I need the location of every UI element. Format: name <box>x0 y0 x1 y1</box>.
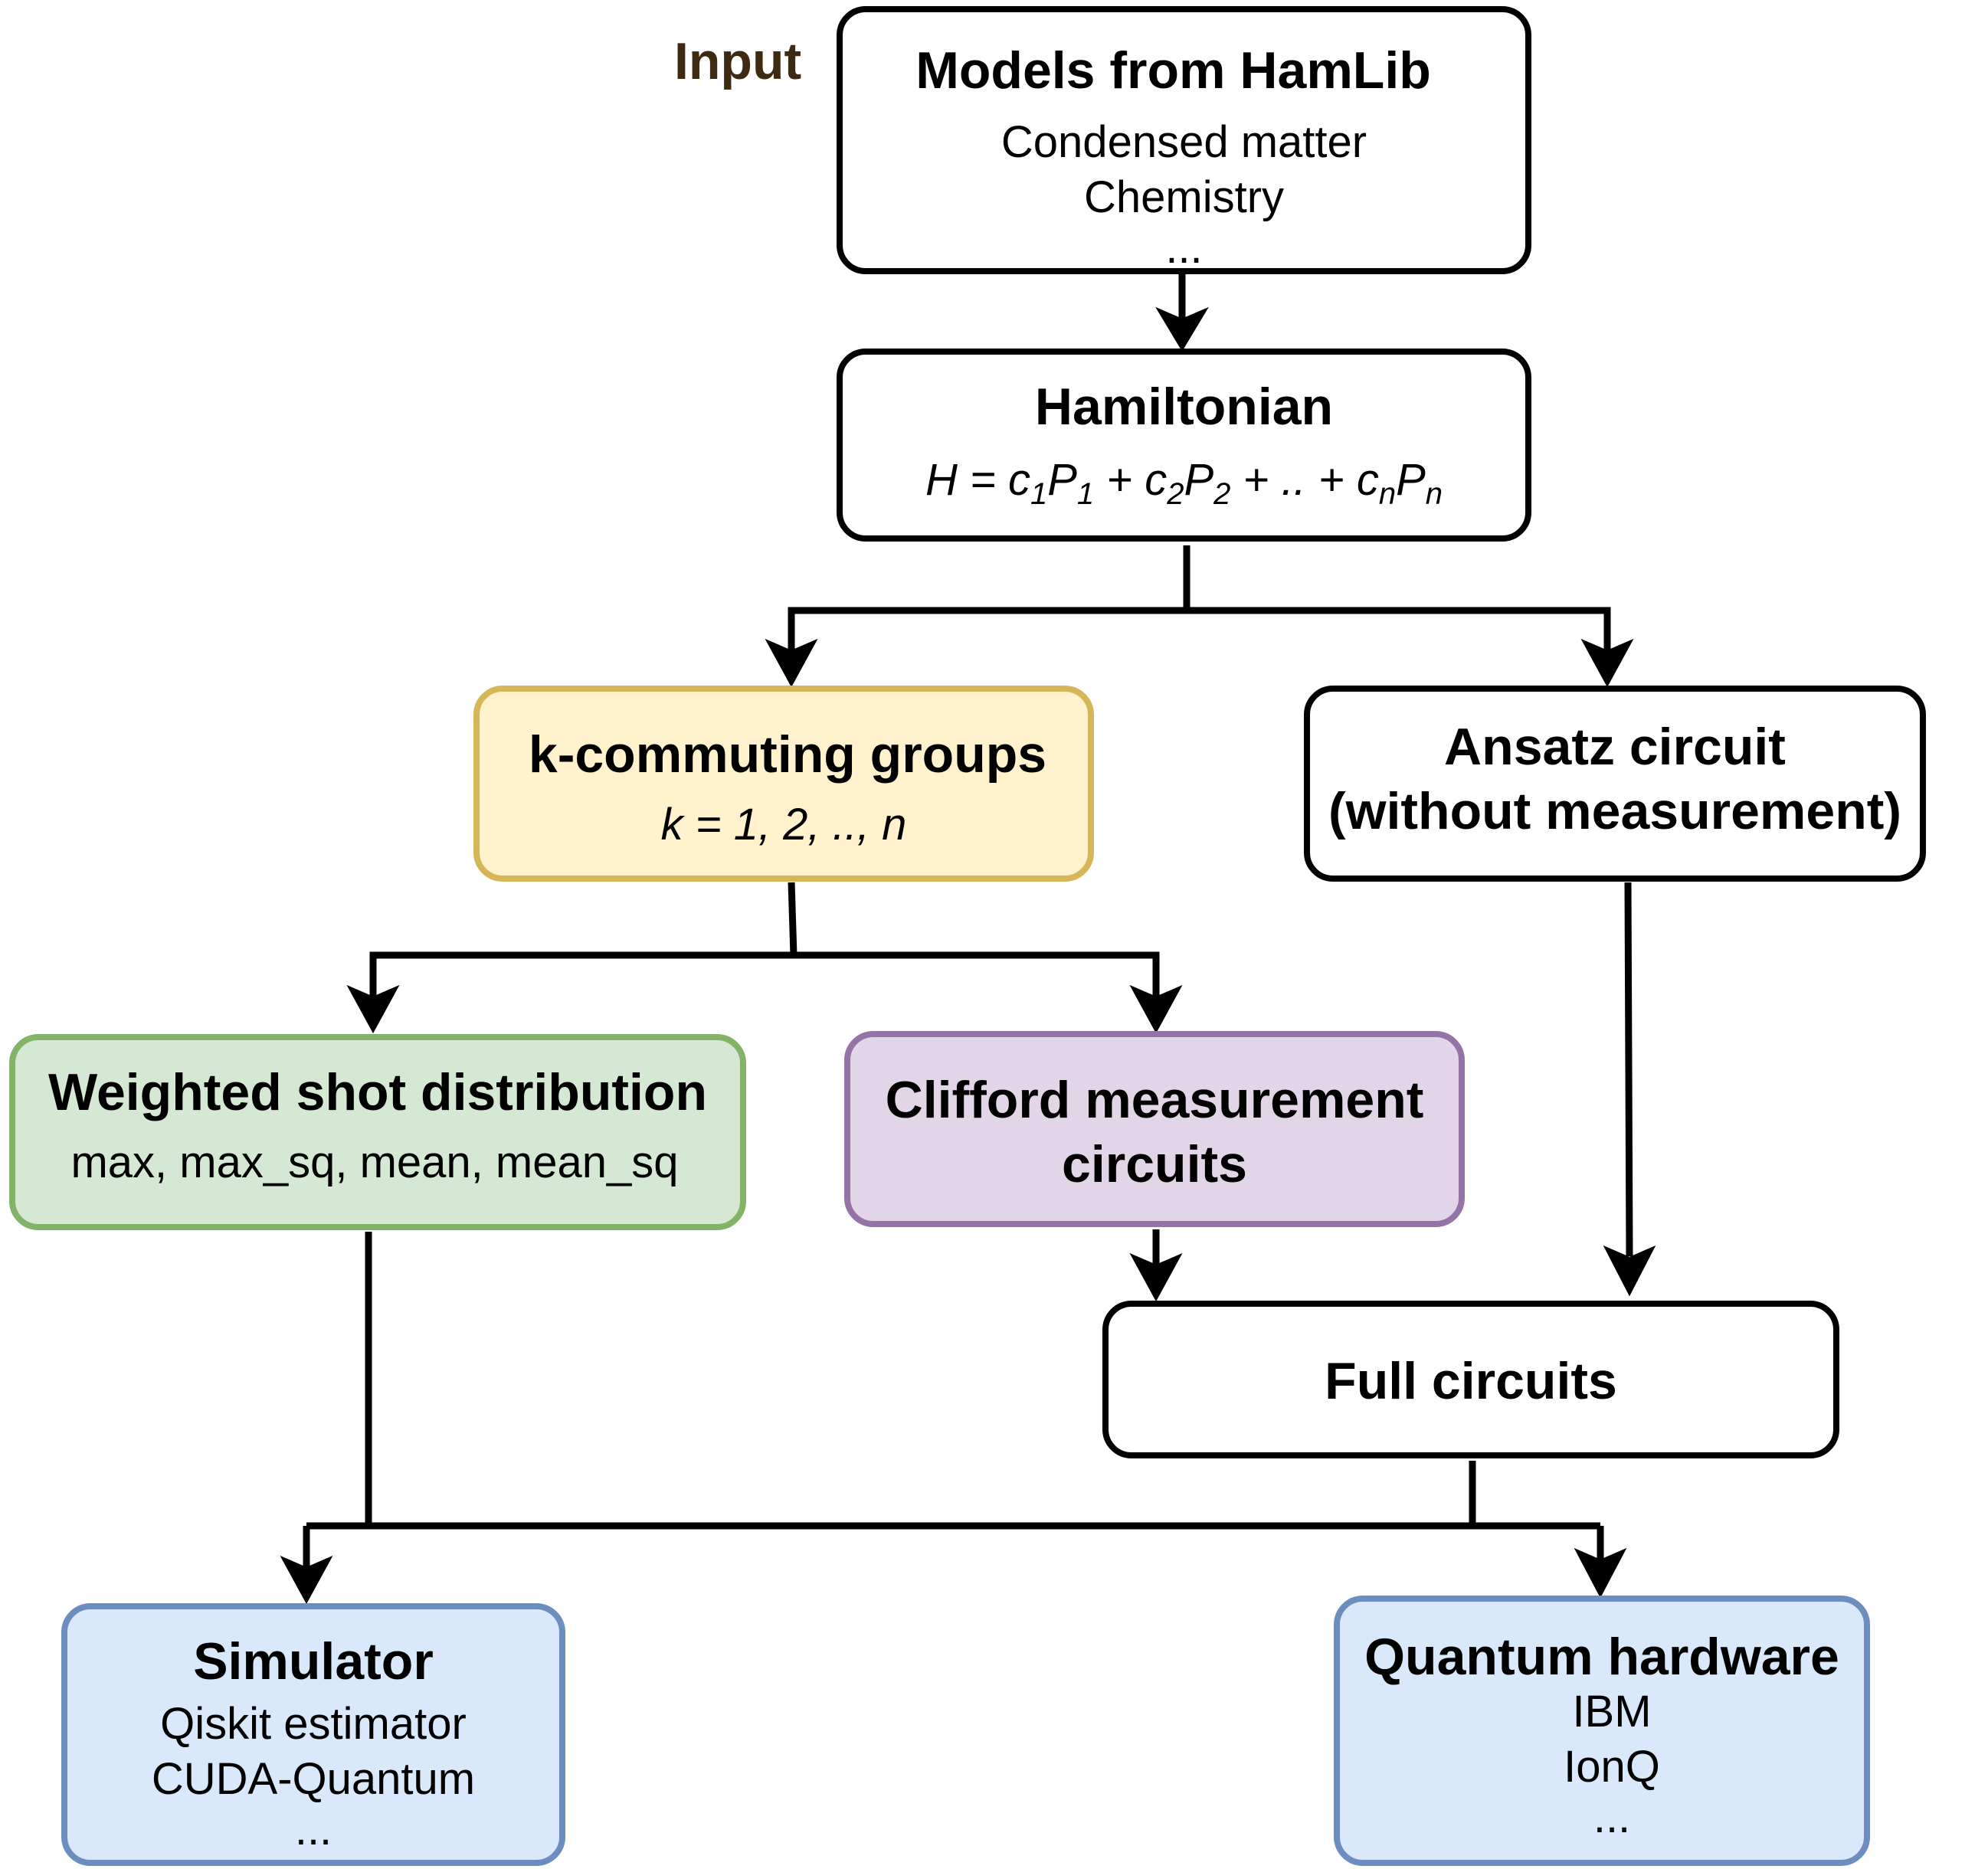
models-node: Models from HamLib Condensed matter Chem… <box>837 6 1531 274</box>
full-circuits-title: Full circuits <box>1325 1352 1617 1410</box>
hardware-line-ellipsis: ... <box>1593 1792 1631 1842</box>
eq-p2: P <box>1184 455 1214 505</box>
edge-hamiltonian-to-kgroups <box>788 607 1187 655</box>
edge-hamiltonian-to-ansatz <box>1187 607 1611 655</box>
arrowhead-kgroups <box>765 638 818 688</box>
edge-ansatz-to-full <box>1624 882 1633 1257</box>
eq-sub-p2: 2 <box>1213 477 1231 511</box>
weighted-title: Weighted shot distribution <box>48 1063 707 1121</box>
arrowhead-full-from-ansatz <box>1603 1245 1656 1297</box>
weighted-node: Weighted shot distribution max, max_sq, … <box>9 1034 746 1230</box>
eq-sub-c1: 1 <box>1030 477 1048 511</box>
models-title: Models from HamLib <box>915 41 1431 100</box>
weighted-subtitle: max, max_sq, mean, mean_sq <box>70 1137 679 1187</box>
hardware-title: Quantum hardware <box>1364 1628 1839 1686</box>
clifford-node: Clifford measurement circuits <box>844 1031 1465 1227</box>
models-line-chemistry: Chemistry <box>1083 172 1285 222</box>
eq-sub-c2: 2 <box>1167 477 1184 511</box>
hardware-line-ibm: IBM <box>1572 1687 1652 1736</box>
arrowhead-simulator <box>280 1555 333 1605</box>
kgroups-subtitle: k = 1, 2, .., n <box>660 800 907 849</box>
edge-kgroups-to-weighted <box>369 951 794 1000</box>
eq-mid: + .. + <box>1230 455 1357 505</box>
arrowhead-full-from-clifford <box>1129 1252 1183 1302</box>
hamiltonian-node: Hamiltonian H = c1P1 + c2P2 + .. + cnPn <box>837 349 1531 542</box>
simulator-title: Simulator <box>193 1632 434 1691</box>
arrowhead-hardware <box>1574 1547 1627 1599</box>
input-label: Input <box>674 32 802 90</box>
ansatz-title-line2: (without measurement) <box>1328 782 1902 840</box>
ansatz-title-line1: Ansatz circuit <box>1444 718 1786 776</box>
simulator-line-cuda: CUDA-Quantum <box>151 1754 476 1804</box>
clifford-title-line2: circuits <box>1062 1135 1247 1193</box>
hamiltonian-title: Hamiltonian <box>1034 378 1334 436</box>
edge-kgroups-split <box>788 882 797 956</box>
models-line-ellipsis: ... <box>1165 223 1203 273</box>
edge-kgroups-to-clifford <box>794 951 1160 1000</box>
clifford-title-line1: Clifford measurement <box>885 1071 1424 1129</box>
eq-lhs: H = <box>925 455 1008 505</box>
arrowhead-hamiltonian <box>1155 306 1209 352</box>
eq-plus1: + <box>1094 455 1145 505</box>
kgroups-title: k-commuting groups <box>528 725 1047 784</box>
simulator-line-qiskit: Qiskit estimator <box>160 1699 467 1749</box>
hardware-node: Quantum hardware IBM IonQ ... <box>1334 1596 1870 1866</box>
eq-pn: P <box>1396 455 1426 505</box>
ansatz-node: Ansatz circuit (without measurement) <box>1304 686 1926 882</box>
arrowhead-weighted <box>346 984 400 1034</box>
eq-sub-p1: 1 <box>1076 477 1095 511</box>
eq-sub-cn: n <box>1378 477 1397 511</box>
arrowhead-clifford <box>1129 984 1183 1034</box>
hamiltonian-equation: H = c1P1 + c2P2 + .. + cnPn <box>843 453 1525 511</box>
eq-p1: P <box>1047 455 1077 505</box>
hardware-line-ionq: IonQ <box>1564 1742 1660 1792</box>
models-line-condensed: Condensed matter <box>1001 117 1367 167</box>
eq-c2: c <box>1145 455 1168 505</box>
arrowhead-ansatz <box>1580 638 1634 688</box>
kgroups-node: k-commuting groups k = 1, 2, .., n <box>473 686 1094 882</box>
full-circuits-node: Full circuits <box>1102 1301 1839 1458</box>
eq-cn: c <box>1356 455 1379 505</box>
eq-sub-pn: n <box>1425 477 1443 511</box>
simulator-line-ellipsis: ... <box>294 1805 332 1854</box>
simulator-node: Simulator Qiskit estimator CUDA-Quantum … <box>61 1603 565 1866</box>
eq-c1: c <box>1007 455 1030 505</box>
